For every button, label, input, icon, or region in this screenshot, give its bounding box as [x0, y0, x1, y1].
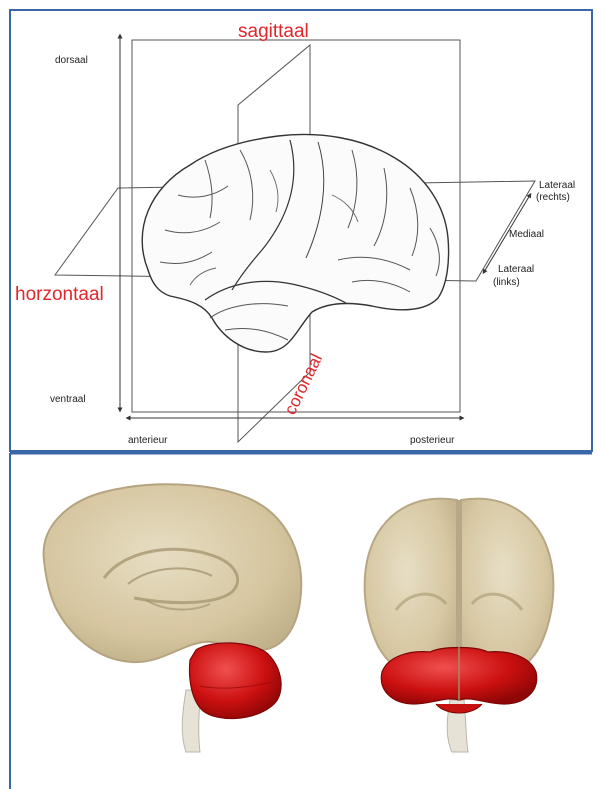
posterior-back-view [365, 499, 554, 752]
medial-label: Mediaal [509, 229, 544, 240]
posterior-label: posterieur [410, 435, 455, 446]
horizontal-label: horzontaal [15, 284, 104, 305]
ventral-label: ventraal [50, 394, 86, 405]
cerebellum-side [190, 643, 282, 719]
brain-drawing [142, 134, 448, 352]
lateral-left-label: Lateraal [498, 264, 534, 275]
anterior-label: anterieur [128, 435, 168, 446]
top-panel: sagittaal horzontaal coronaal dorsaal ve… [15, 21, 575, 446]
lateral-right-label: Lateraal [539, 180, 575, 191]
coronal-label: coronaal [281, 351, 327, 418]
lateral-right-sub-label: (rechts) [536, 192, 570, 203]
bottom-panel [44, 484, 554, 752]
brain-hemisphere-side [44, 484, 302, 662]
sagittal-label: sagittaal [238, 21, 309, 42]
sagittal-side-view [44, 484, 302, 752]
dorsal-label: dorsaal [55, 55, 88, 66]
lateral-left-sub-label: (links) [493, 277, 520, 288]
